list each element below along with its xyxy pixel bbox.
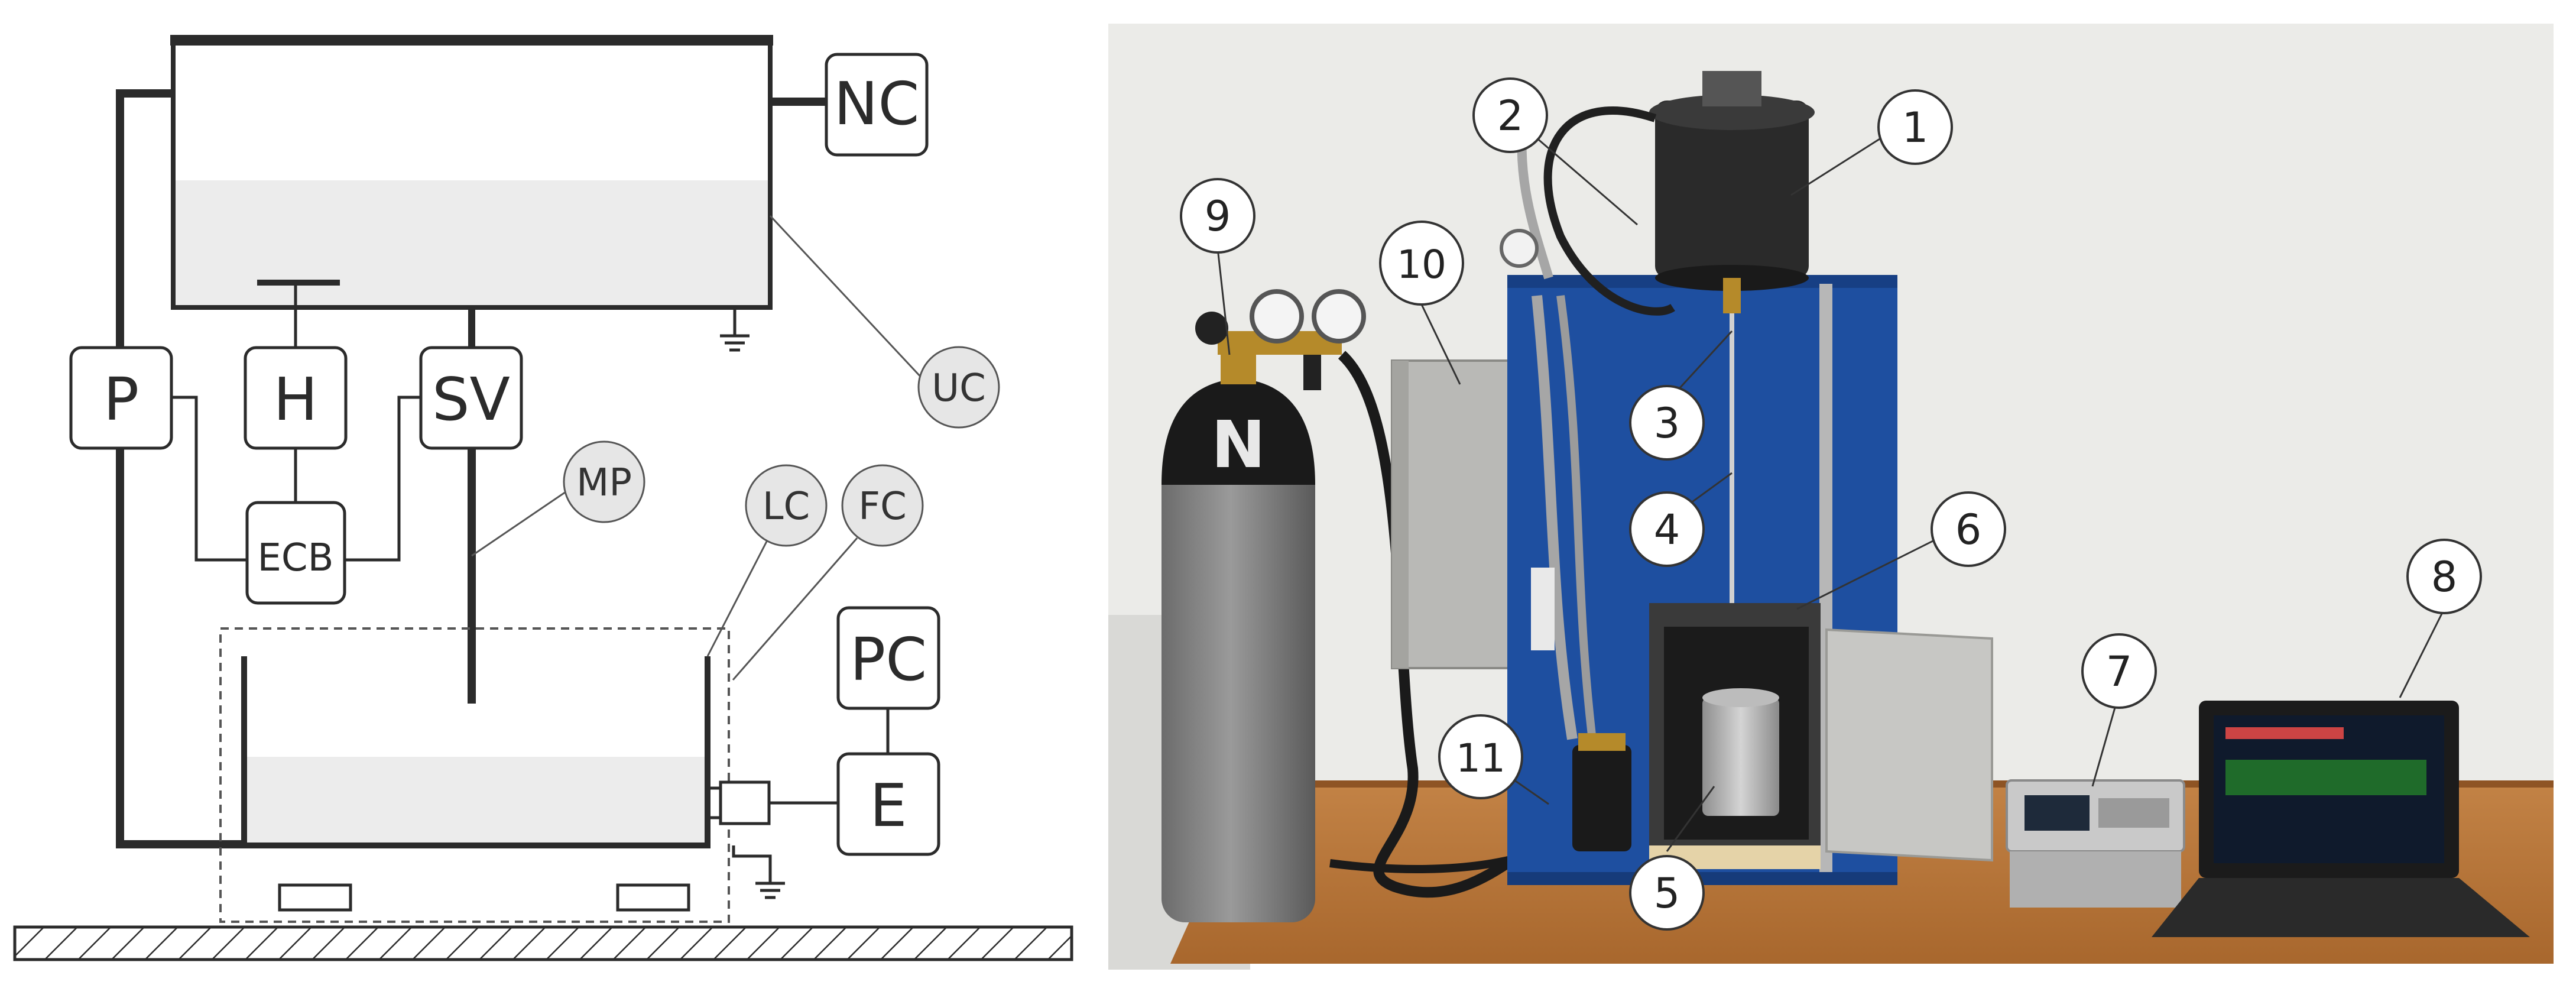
pressure-vessel xyxy=(1500,71,1815,291)
callout-5-label: 5 xyxy=(1654,869,1680,918)
sv-label: SV xyxy=(432,365,510,434)
laptop xyxy=(2152,701,2530,937)
sv-box: SV xyxy=(419,346,523,450)
gas-hose xyxy=(1338,351,1551,898)
callout-1-label: 1 xyxy=(1902,103,1929,152)
nitrogen-cylinder: N xyxy=(1162,355,1315,922)
callout-4-label: 4 xyxy=(1654,506,1680,554)
callout-3-label: 3 xyxy=(1654,399,1680,448)
callout-4: 4 xyxy=(1629,491,1705,567)
uc-label: UC xyxy=(932,367,986,410)
p-box: P xyxy=(69,346,173,450)
callout-9: 9 xyxy=(1180,178,1255,254)
callout-11-label: 11 xyxy=(1456,735,1506,781)
h-label: H xyxy=(273,365,317,434)
container-foot-left xyxy=(278,883,352,912)
callout-6-label: 6 xyxy=(1955,506,1982,554)
fc-label: FC xyxy=(858,485,907,529)
container-foot-right xyxy=(616,883,690,912)
ecb-box: ECB xyxy=(245,501,346,605)
mp-bubble: MP xyxy=(563,440,645,523)
electrometer xyxy=(2006,779,2185,908)
e-label: E xyxy=(870,771,907,840)
fc-bubble: FC xyxy=(841,464,924,547)
nc-box: NC xyxy=(825,53,929,157)
callout-11: 11 xyxy=(1438,714,1523,799)
mp-label: MP xyxy=(576,461,632,505)
lower-container-liquid xyxy=(244,757,708,844)
faraday-cage xyxy=(219,627,730,923)
lc-label: LC xyxy=(763,485,810,529)
callout-8: 8 xyxy=(2406,539,2482,614)
callout-3: 3 xyxy=(1629,385,1705,461)
nc-label: NC xyxy=(834,69,920,138)
callout-10-label: 10 xyxy=(1397,242,1446,287)
electrometer-probe xyxy=(719,780,771,825)
faraday-enclosure xyxy=(1649,603,1993,869)
pump xyxy=(1572,733,1631,851)
callout-7-label: 7 xyxy=(2106,647,2133,696)
lower-container xyxy=(241,656,710,848)
floor-hatch xyxy=(13,925,1073,961)
lc-bubble: LC xyxy=(745,464,828,547)
upper-ground-symbol xyxy=(720,307,750,352)
uc-bubble: UC xyxy=(917,346,1000,429)
lower-ground-symbol xyxy=(732,845,785,899)
callout-5: 5 xyxy=(1629,855,1705,931)
callout-7: 7 xyxy=(2081,633,2157,709)
pc-label: PC xyxy=(850,625,927,694)
schematic-diagram: NC P H SV ECB PC E UC MP LC FC xyxy=(13,35,1073,961)
callout-1: 1 xyxy=(1877,89,1953,165)
callout-10: 10 xyxy=(1379,221,1464,306)
e-box: E xyxy=(836,752,940,856)
gas-regulator xyxy=(1195,289,1366,390)
callout-9-label: 9 xyxy=(1205,192,1231,241)
callout-2-label: 2 xyxy=(1497,92,1524,140)
p-label: P xyxy=(103,365,139,434)
callout-8-label: 8 xyxy=(2431,553,2458,601)
callout-2: 2 xyxy=(1472,77,1548,153)
pc-box: PC xyxy=(836,606,940,710)
cylinder-n-mark: N xyxy=(1211,407,1266,482)
h-box: H xyxy=(244,346,348,450)
callout-6: 6 xyxy=(1931,491,2006,567)
pressure-pipe xyxy=(116,89,244,848)
ecb-label: ECB xyxy=(257,536,333,580)
